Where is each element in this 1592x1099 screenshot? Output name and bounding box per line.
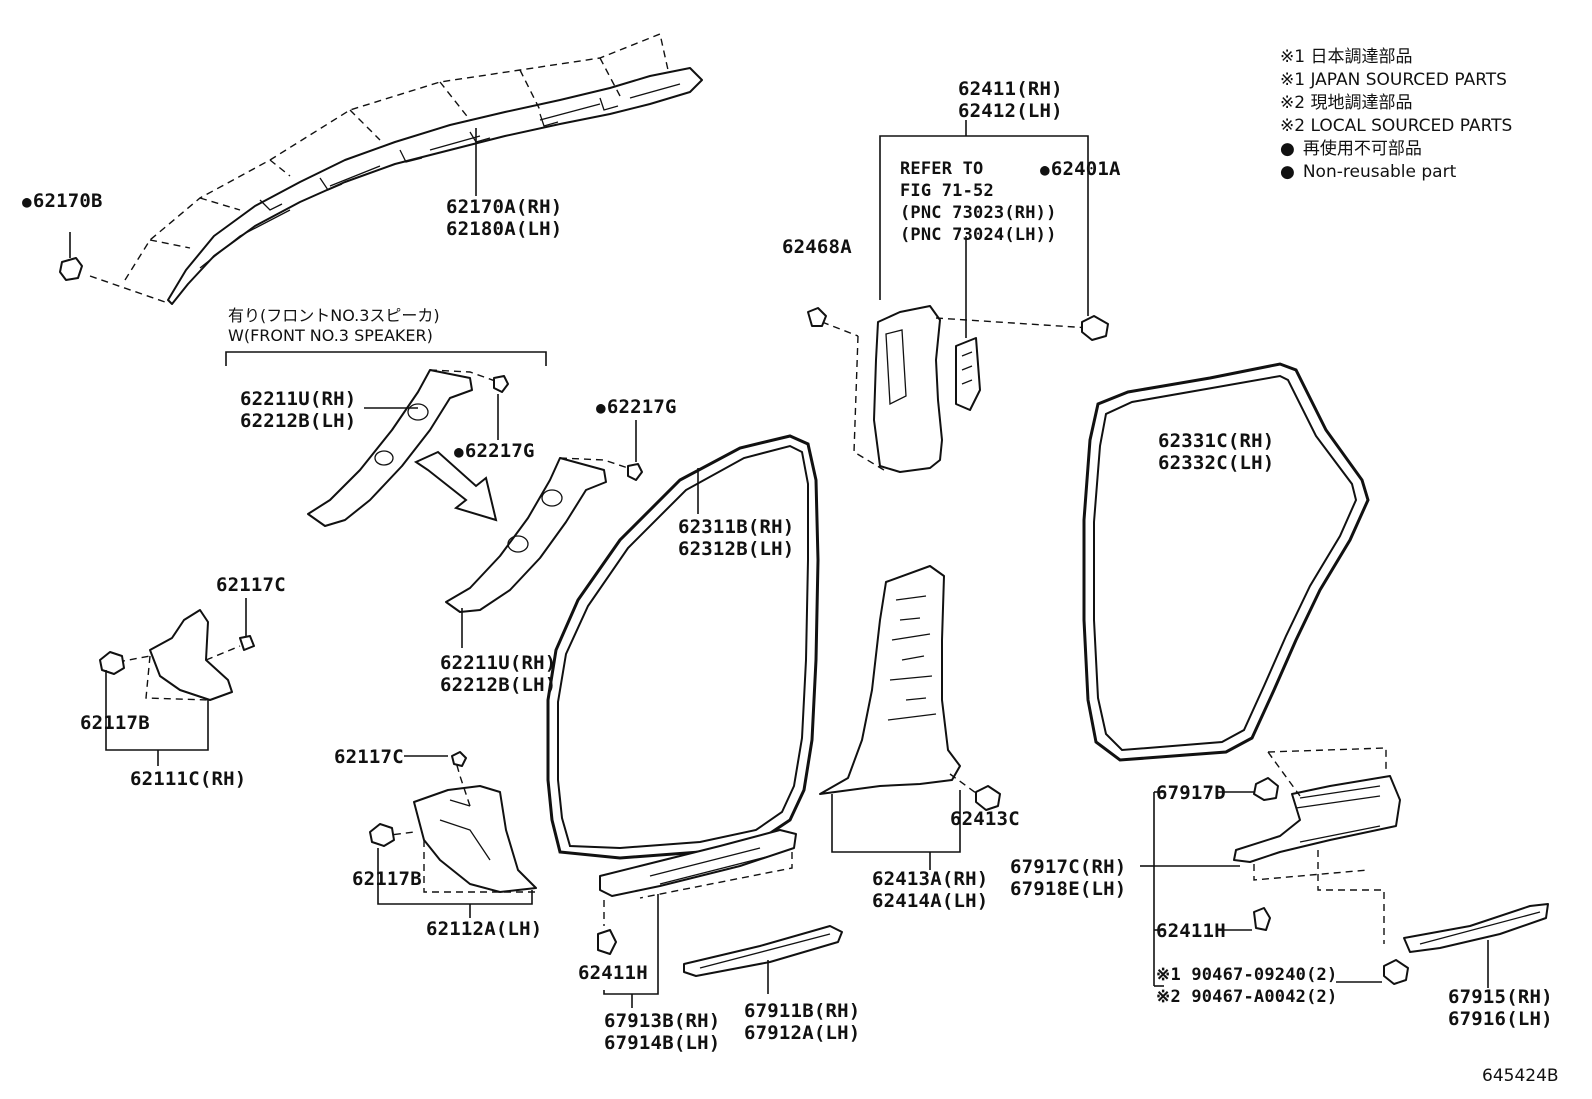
label-90467[interactable]: ※1 90467-09240(2) ※2 90467-A0042(2) bbox=[1156, 965, 1338, 1007]
legend-notes: ※1 日本調達部品 ※1 JAPAN SOURCED PARTS ※2 現地調達… bbox=[1280, 46, 1512, 184]
cowl-side-trim-lh bbox=[369, 751, 537, 918]
label-62311b[interactable]: 62311B(RH) 62312B(LH) bbox=[678, 516, 795, 560]
label-62117b-left[interactable]: 62117B bbox=[80, 712, 150, 734]
label-67911b[interactable]: 67911B(RH) 67912A(LH) bbox=[744, 1000, 861, 1044]
label-62411h-left[interactable]: 62411H bbox=[578, 962, 648, 984]
refer-note: REFER TO FIG 71-52 (PNC 73023(RH)) (PNC … bbox=[900, 159, 1057, 245]
front-step-plate bbox=[683, 925, 843, 994]
roof-side-rail-part bbox=[89, 33, 703, 305]
note-nonreusable-jp: 再使用不可部品 bbox=[1280, 138, 1512, 161]
label-62117c-top[interactable]: 62117C bbox=[216, 574, 286, 596]
figure-number: 645424B bbox=[1482, 1066, 1559, 1086]
speaker-note-jp: 有り(フロントNO.3スピーカ) bbox=[228, 306, 440, 325]
rear-door-weatherstrip bbox=[1082, 362, 1370, 762]
label-62211u-upper[interactable]: 62211U(RH) 62212B(LH) bbox=[240, 388, 357, 432]
center-pillar-garnish-upper bbox=[807, 120, 1109, 473]
note-local-jp: ※2 現地調達部品 bbox=[1280, 93, 1413, 113]
speaker-note-en: W(FRONT NO.3 SPEAKER) bbox=[228, 326, 433, 345]
label-62112a[interactable]: 62112A(LH) bbox=[426, 918, 543, 940]
cowl-side-trim-rh bbox=[99, 598, 255, 766]
note-japan-en: ※1 JAPAN SOURCED PARTS bbox=[1280, 70, 1507, 90]
label-62111c[interactable]: 62111C(RH) bbox=[130, 768, 247, 790]
label-62411h-right[interactable]: 62411H bbox=[1156, 920, 1226, 942]
label-62468a[interactable]: 62468A bbox=[782, 236, 852, 258]
center-pillar-garnish-lower bbox=[819, 565, 1001, 870]
front-scuff-plate bbox=[597, 829, 797, 1008]
label-62413c[interactable]: 62413C bbox=[950, 808, 1020, 830]
speaker-bracket bbox=[225, 351, 547, 366]
label-62170b[interactable]: 62170B bbox=[22, 190, 103, 213]
label-62401a[interactable]: 62401A bbox=[1040, 158, 1121, 181]
label-67913b[interactable]: 67913B(RH) 67914B(LH) bbox=[604, 1010, 721, 1054]
label-67917c[interactable]: 67917C(RH) 67918E(LH) bbox=[1010, 856, 1127, 900]
label-62411[interactable]: 62411(RH) 62412(LH) bbox=[958, 78, 1063, 122]
arrow-icon bbox=[413, 450, 498, 522]
rear-step-plate bbox=[1403, 903, 1549, 988]
label-62117c-bottom[interactable]: 62117C bbox=[334, 746, 404, 768]
note-nonreusable-en: Non-reusable part bbox=[1280, 161, 1512, 184]
label-62117b-bottom[interactable]: 62117B bbox=[352, 868, 422, 890]
front-pillar-garnish-lower bbox=[445, 420, 643, 648]
label-62413a[interactable]: 62413A(RH) 62414A(LH) bbox=[872, 868, 989, 912]
note-japan-jp: ※1 日本調達部品 bbox=[1280, 47, 1413, 67]
rear-scuff-plate bbox=[1140, 747, 1409, 987]
label-62211u-lower[interactable]: 62211U(RH) 62212B(LH) bbox=[440, 652, 557, 696]
label-62331c[interactable]: 62331C(RH) 62332C(LH) bbox=[1158, 430, 1275, 474]
front-pillar-garnish-upper bbox=[307, 369, 509, 527]
clip-62170b-icon bbox=[59, 232, 83, 281]
label-67915[interactable]: 67915(RH) 67916(LH) bbox=[1448, 986, 1553, 1030]
label-62217g-left[interactable]: 62217G bbox=[454, 440, 535, 463]
note-local-en: ※2 LOCAL SOURCED PARTS bbox=[1280, 116, 1513, 136]
speaker-note: 有り(フロントNO.3スピーカ) W(FRONT NO.3 SPEAKER) bbox=[228, 306, 440, 346]
label-67917d[interactable]: 67917D bbox=[1156, 782, 1226, 804]
front-door-weatherstrip bbox=[546, 434, 820, 860]
label-62170a[interactable]: 62170A(RH) 62180A(LH) bbox=[446, 196, 563, 240]
label-62217g-right[interactable]: 62217G bbox=[596, 396, 677, 419]
